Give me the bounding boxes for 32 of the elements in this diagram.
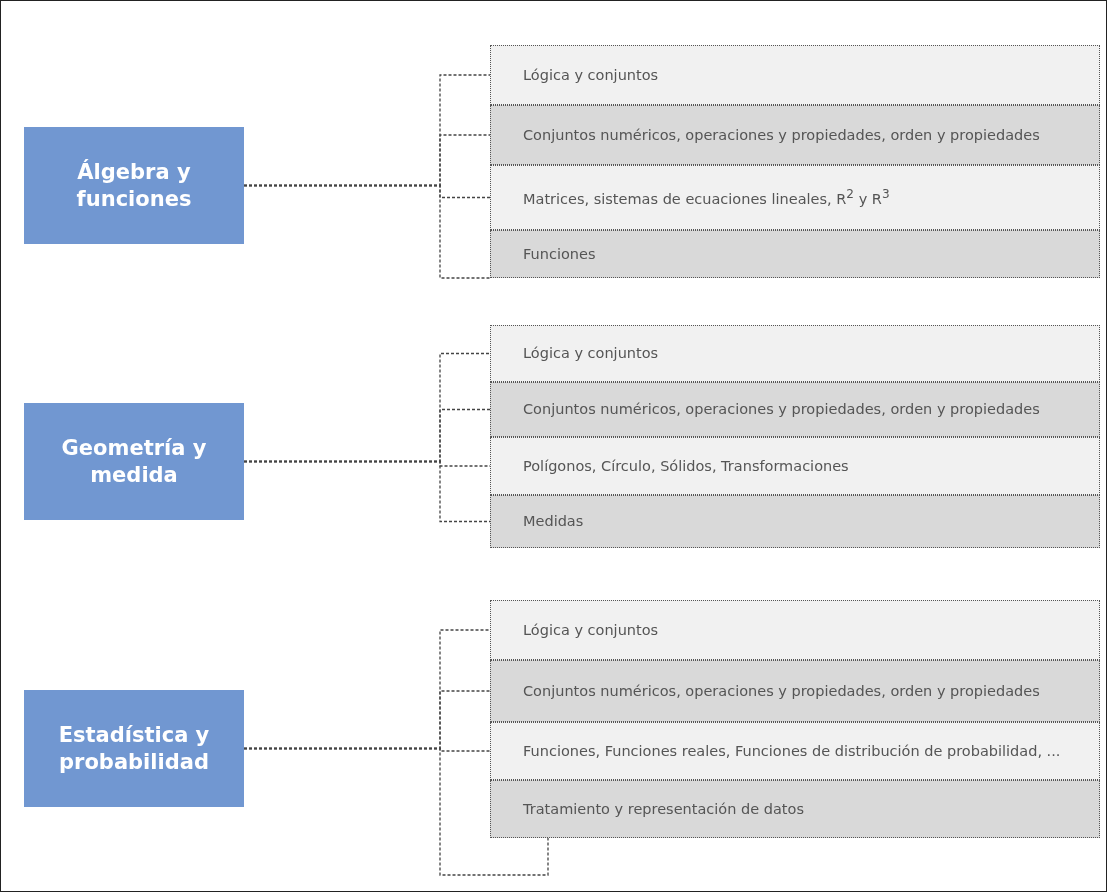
category-label: Álgebra y funciones: [75, 159, 193, 212]
topic-box: [490, 722, 1100, 780]
topic-box: [490, 495, 1100, 548]
topic-box: [490, 780, 1100, 838]
topic-label: Lógica y conjuntos: [523, 344, 659, 363]
topic-box: [490, 660, 1100, 722]
topic-label: Lógica y conjuntos: [523, 620, 659, 640]
category-box: [24, 127, 244, 244]
category-box: [24, 403, 244, 520]
topic-label: Conjuntos numéricos, operaciones y propiedades, orden y propiedades: [523, 681, 1040, 701]
topic-label: Matrices, sistemas de ecuaciones lineales, R$^{2}$ y R$^{3}$: [523, 187, 890, 208]
topic-box: [490, 382, 1100, 437]
topic-label: Conjuntos numéricos, operaciones y propiedades, orden y propiedades: [523, 125, 1040, 145]
category-label: Geometría y medida: [60, 435, 208, 488]
topic-box: [490, 600, 1100, 660]
topic-box: [490, 45, 1100, 105]
topic-label: Medidas: [523, 512, 584, 531]
topic-label: Lógica y conjuntos: [523, 65, 659, 85]
topic-box: [490, 325, 1100, 382]
topic-box: [490, 165, 1100, 230]
topic-label: Conjuntos numéricos, operaciones y propiedades, orden y propiedades: [523, 400, 1040, 419]
category-box: [24, 690, 244, 807]
topic-label: Tratamiento y representación de datos: [523, 799, 804, 819]
topic-label: Funciones, Funciones reales, Funciones de distribución de probabilidad, ...: [523, 741, 1061, 761]
topic-box: [490, 105, 1100, 165]
topic-box: [490, 437, 1100, 495]
topic-label: Funciones: [523, 244, 596, 264]
topic-box: [490, 230, 1100, 278]
connector-line: [243, 184, 491, 279]
category-label: Estadística y probabilidad: [57, 722, 211, 775]
topic-label: Polígonos, Círculo, Sólidos, Transformaciones: [523, 456, 849, 476]
connector-line: [243, 747, 549, 876]
